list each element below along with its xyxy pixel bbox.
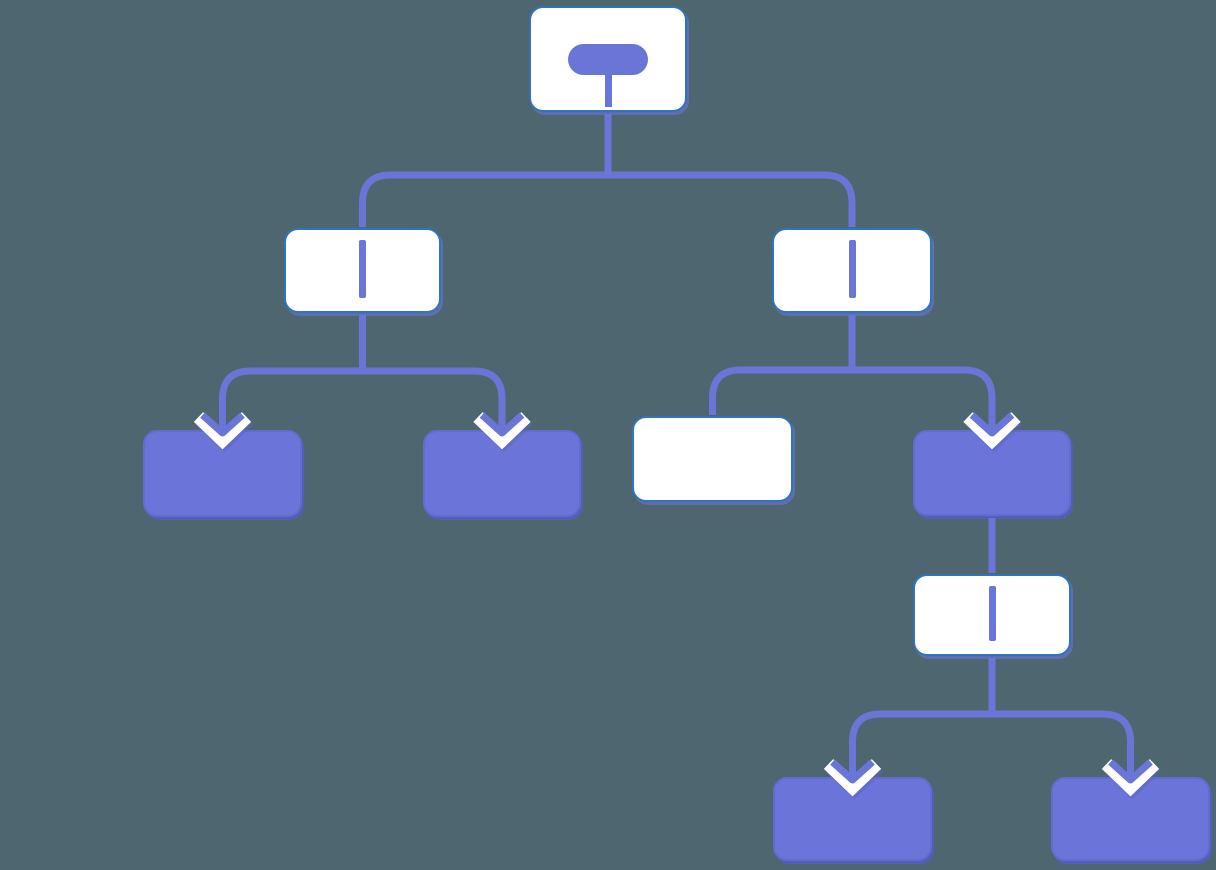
- branch-node-bottom[interactable]: [913, 574, 1071, 656]
- branch-node-right[interactable]: [772, 228, 932, 313]
- pass-through-indicator: [988, 586, 996, 641]
- connector-edge: [359, 171, 856, 227]
- connector-edge: [849, 710, 1134, 780]
- leaf-node-1[interactable]: [143, 430, 302, 517]
- connector-edge: [219, 367, 506, 433]
- root-pill-stem: [604, 72, 612, 107]
- empty-node[interactable]: [632, 416, 793, 502]
- pass-through-indicator: [359, 240, 366, 298]
- leaf-node-2[interactable]: [423, 430, 581, 517]
- leaf-node-4[interactable]: [773, 777, 932, 861]
- leaf-node-5[interactable]: [1051, 777, 1210, 861]
- root-node[interactable]: [529, 6, 687, 112]
- pass-through-indicator: [848, 240, 856, 298]
- branch-node-left[interactable]: [284, 228, 441, 313]
- leaf-node-3[interactable]: [913, 430, 1071, 516]
- root-pill-icon: [568, 44, 648, 75]
